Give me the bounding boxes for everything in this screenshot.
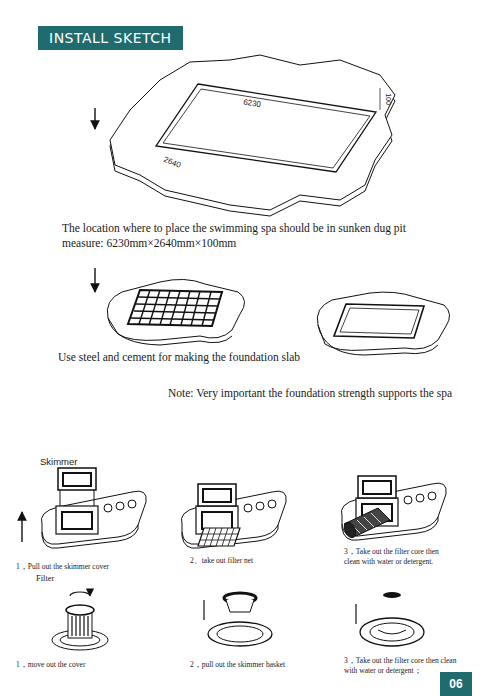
down-arrow xyxy=(95,108,96,292)
section-label: Skimmer xyxy=(40,456,120,468)
dimension-text: 100 xyxy=(383,93,392,105)
section-label-text: Filter xyxy=(36,573,96,584)
skimmer-step-3-part-part xyxy=(364,517,374,527)
filter-step-3-part xyxy=(355,604,356,624)
filter-step-1-part-part xyxy=(71,616,72,636)
dimension: 100 xyxy=(383,93,392,105)
step-caption: 2、take out filter net xyxy=(190,556,320,566)
step-caption: 3，Take out the filter core then clean wi… xyxy=(344,547,456,567)
cement-slab-part xyxy=(340,308,419,334)
step-caption-text: 1，move out the cover xyxy=(16,660,156,670)
step-caption-text: 2、take out filter net xyxy=(190,556,320,566)
steel-grid-slab-part xyxy=(131,290,220,326)
page-number: 06 xyxy=(449,677,462,691)
filter-step-3 xyxy=(356,592,424,646)
pit-slab xyxy=(110,55,395,216)
skimmer-step-2-part-part xyxy=(210,528,216,546)
skimmer-step-2-part-part xyxy=(228,528,234,546)
filter-step-2-part xyxy=(217,626,263,642)
section-label: Filter xyxy=(36,573,96,584)
filter-step-1-part-part xyxy=(79,616,80,636)
skimmer-step-2-part-part xyxy=(222,528,228,546)
filter-step-2-part xyxy=(226,600,254,612)
steel-grid-slab-part-part xyxy=(202,292,211,326)
steel-grid-slab-part-part xyxy=(134,311,216,313)
title-banner: INSTALL SKETCH xyxy=(38,26,183,50)
filter-step-3-part xyxy=(370,623,414,641)
cement-slab xyxy=(317,292,449,355)
steel-grid-slab-part-part xyxy=(160,291,170,325)
page-number-box: 06 xyxy=(440,672,472,696)
pit-slab-part xyxy=(156,84,376,172)
filter-step-2-part xyxy=(208,622,272,646)
skimmer-step-3-part xyxy=(342,521,358,540)
filter-step-1-part xyxy=(72,616,88,636)
steel-grid-slab-part-part xyxy=(136,304,218,306)
steel-grid-slab-part-part xyxy=(138,297,220,299)
skimmer-step-2-part-part xyxy=(216,528,222,546)
filter-step-1-part-part xyxy=(83,616,84,636)
step-caption-text: 1，Pull out the skimmer cover xyxy=(16,562,166,572)
title-text: INSTALL SKETCH xyxy=(49,30,172,46)
skimmer-step-2 xyxy=(181,484,286,548)
note-text: The location where to place the swimming… xyxy=(62,221,434,251)
cement-slab-part xyxy=(334,304,424,338)
skimmer-step-3-part xyxy=(358,476,396,498)
filter-step-3-part xyxy=(383,592,401,598)
note-text: Use steel and cement for making the foun… xyxy=(58,350,388,365)
filter-step-3-part xyxy=(378,630,406,634)
skimmer-step-2-part-part xyxy=(200,540,236,541)
skimmer-step-1 xyxy=(41,468,146,548)
note: Note: Very important the foundation stre… xyxy=(168,386,488,401)
pit-slab-part xyxy=(163,89,370,168)
filter-step-1-part xyxy=(68,612,92,638)
skimmer-step-1-part xyxy=(94,490,95,506)
skimmer-step-1-part xyxy=(60,490,61,506)
steel-grid-slab-part-part xyxy=(170,291,180,325)
pit-slab-part xyxy=(380,88,381,110)
step-caption: 2，pull out the skimmer basket xyxy=(190,660,330,670)
filter-step-1 xyxy=(52,592,108,650)
filter-step-2-part xyxy=(203,600,204,620)
note: The location where to place the swimming… xyxy=(62,221,434,251)
steel-grid-slab-part xyxy=(128,290,222,326)
filter-step-1-part-part xyxy=(87,616,88,636)
step-caption: 1，Pull out the skimmer cover xyxy=(16,562,166,572)
step-caption-text: 2，pull out the skimmer basket xyxy=(190,660,330,670)
filter-step-3-part xyxy=(360,618,424,646)
pit-slab-part xyxy=(110,55,395,210)
down-arrow-part xyxy=(94,268,95,292)
skimmer-step-2-part xyxy=(200,528,238,546)
steel-grid-slab-part-part xyxy=(149,290,160,325)
steel-grid-slab xyxy=(107,279,244,345)
up-arrow-part xyxy=(21,512,22,542)
section-label-text: Skimmer xyxy=(40,456,120,468)
down-arrow-part xyxy=(94,108,95,129)
skimmer-step-2-part xyxy=(198,484,236,506)
steel-grid-slab-part-part xyxy=(191,291,200,326)
note: Use steel and cement for making the foun… xyxy=(58,350,388,365)
skimmer-step-3 xyxy=(341,476,446,540)
skimmer-step-2-part-part xyxy=(202,534,238,535)
step-caption: 1，move out the cover xyxy=(16,660,156,670)
filter-step-1-part-part xyxy=(75,616,76,636)
skimmer-step-2-part xyxy=(198,528,240,546)
skimmer-step-3-part-part xyxy=(371,513,381,523)
step-caption-text: 3，Take out the filter core then clean wi… xyxy=(344,547,456,567)
filter-step-1-part xyxy=(66,605,94,615)
steel-grid-slab-part xyxy=(107,279,244,340)
filter-step-1-part xyxy=(70,592,90,596)
skimmer-step-1-part xyxy=(58,468,96,490)
skimmer-step-2-part-part xyxy=(204,528,210,546)
note-text: Note: Very important the foundation stre… xyxy=(168,386,488,401)
cement-slab-part xyxy=(317,292,449,350)
steel-grid-slab-part-part xyxy=(131,318,214,320)
skimmer-step-3-part-part xyxy=(357,520,367,530)
filter-step-2 xyxy=(204,593,272,646)
up-arrow xyxy=(22,512,23,542)
